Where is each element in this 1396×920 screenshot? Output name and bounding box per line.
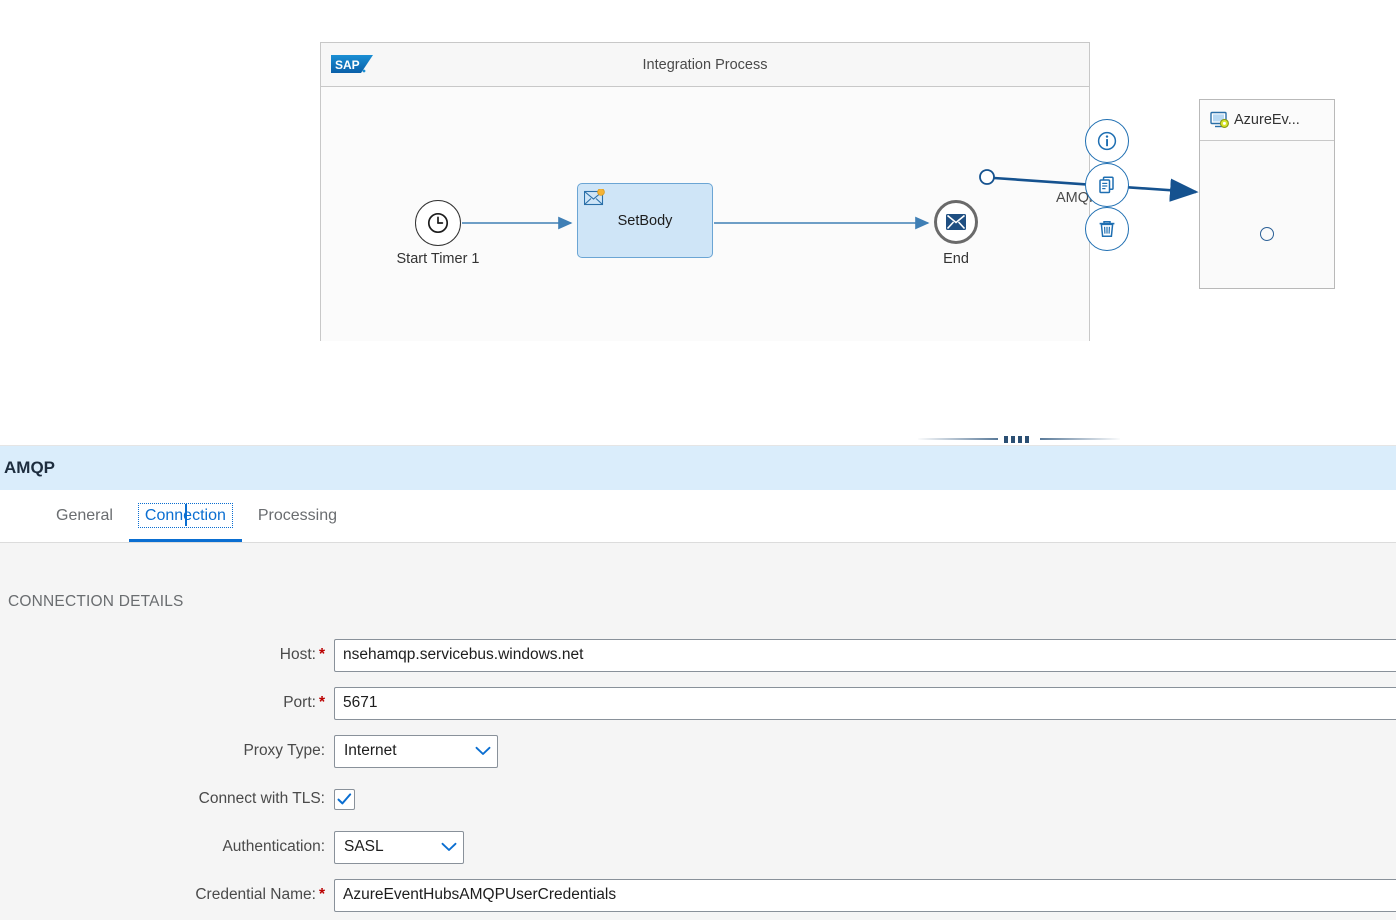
properties-panel: AMQP General Connection Processing CONNE…: [0, 445, 1396, 920]
required-asterisk: *: [318, 694, 325, 711]
tab-connection[interactable]: Connection: [128, 490, 242, 542]
chevron-down-icon: [469, 746, 497, 756]
host-field-wrap: [334, 638, 1396, 672]
credential-name-label-text: Credential Name:: [195, 886, 316, 903]
pool-title: Integration Process: [642, 57, 768, 73]
panel-title: AMQP: [4, 458, 55, 477]
host-input[interactable]: [334, 638, 1396, 672]
participant-title: AzureEv...: [1234, 112, 1300, 128]
properties-tabbar[interactable]: General Connection Processing: [0, 490, 1396, 543]
credential-name-field-wrap: [334, 878, 1396, 912]
splitter-grip[interactable]: [1004, 436, 1029, 443]
host-label: Host:*: [0, 646, 334, 664]
clock-icon: [427, 212, 449, 234]
connection-anchor-dot[interactable]: [1260, 227, 1274, 241]
set-body-label: SetBody: [617, 212, 673, 229]
authentication-label: Authentication:: [222, 838, 325, 855]
form-row-connect-with-tls: Connect with TLS:: [0, 775, 1396, 823]
message-end-icon: [946, 214, 966, 230]
start-timer-event[interactable]: [415, 200, 461, 246]
svg-text:SAP: SAP: [335, 58, 360, 72]
panel-splitter[interactable]: [0, 433, 1396, 445]
end-event-label: End: [943, 251, 969, 267]
azure-event-hubs-participant[interactable]: AzureEv...: [1199, 99, 1335, 289]
host-label-text: Host:: [279, 646, 316, 663]
tab-general[interactable]: General: [40, 490, 129, 542]
end-event[interactable]: [934, 200, 978, 244]
pool-header: SAP Integration Process: [321, 43, 1089, 87]
connect-with-tls-field-wrap: [334, 788, 1396, 810]
sap-logo: SAP: [331, 55, 373, 73]
connect-with-tls-checkbox[interactable]: [334, 788, 355, 810]
chevron-down-icon: [435, 842, 463, 852]
required-asterisk: *: [318, 886, 325, 903]
text-caret: [185, 504, 188, 526]
proxy-type-select[interactable]: Internet: [334, 734, 498, 768]
splitter-line-right: [1040, 438, 1120, 440]
form-rows: Host:* Port:* Proxy: [0, 631, 1396, 919]
port-field-wrap: [334, 686, 1396, 720]
authentication-select[interactable]: SASL: [334, 830, 464, 864]
credential-name-label: Credential Name:*: [0, 886, 334, 904]
port-label: Port:*: [0, 694, 334, 712]
participant-header: AzureEv...: [1200, 100, 1334, 141]
connection-form: CONNECTION DETAILS Host:* Port:*: [0, 543, 1396, 919]
splitter-line-left: [918, 438, 998, 440]
info-icon: [1097, 131, 1117, 151]
credential-name-input[interactable]: [334, 878, 1396, 912]
form-row-authentication: Authentication: SASL: [0, 823, 1396, 871]
copy-icon: [1099, 176, 1114, 194]
proxy-type-field-wrap: Internet: [334, 734, 1396, 768]
authentication-field-wrap: SASL: [334, 830, 1396, 864]
content-modifier-icon: [584, 189, 605, 206]
tab-processing[interactable]: Processing: [242, 490, 353, 542]
panel-header: AMQP: [0, 446, 1396, 490]
trash-icon: [1099, 221, 1115, 237]
checkmark-icon: [337, 792, 352, 804]
copy-button[interactable]: [1085, 163, 1129, 207]
form-row-proxy-type: Proxy Type: Internet: [0, 727, 1396, 775]
proxy-type-value: Internet: [344, 742, 397, 759]
authentication-value: SASL: [344, 838, 384, 855]
port-input[interactable]: [334, 686, 1396, 720]
pool-body: Start Timer 1 SetBody: [321, 87, 1089, 341]
receiver-system-icon: [1210, 111, 1229, 128]
participant-body: [1200, 141, 1334, 288]
form-row-port: Port:*: [0, 679, 1396, 727]
proxy-type-label: Proxy Type:: [243, 742, 325, 759]
connect-with-tls-label: Connect with TLS:: [198, 790, 325, 807]
set-body-task[interactable]: SetBody: [577, 183, 713, 258]
info-button[interactable]: [1085, 119, 1129, 163]
form-row-credential-name: Credential Name:*: [0, 871, 1396, 919]
form-row-host: Host:*: [0, 631, 1396, 679]
start-timer-label: Start Timer 1: [396, 251, 480, 267]
delete-button[interactable]: [1085, 207, 1129, 251]
integration-process-pool[interactable]: SAP Integration Process: [320, 42, 1090, 341]
port-label-text: Port:: [283, 694, 316, 711]
element-action-toolbar[interactable]: [1085, 119, 1131, 251]
iflow-canvas[interactable]: SAP Integration Process: [0, 0, 1396, 438]
required-asterisk: *: [318, 646, 325, 663]
section-title-connection-details: CONNECTION DETAILS: [8, 593, 184, 610]
